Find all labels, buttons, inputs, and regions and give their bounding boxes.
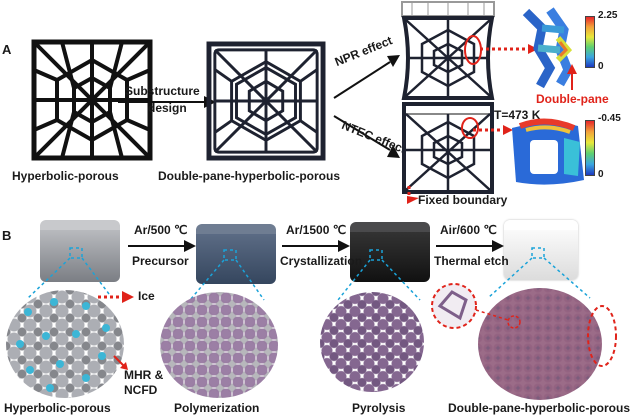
- caption-double-pane-hyperbolic-porous: Double-pane-hyperbolic-porous: [448, 401, 631, 415]
- ice-markers: [16, 298, 110, 392]
- ice-label: Ice: [138, 289, 155, 303]
- double-pane-zoom-callout: [431, 283, 521, 329]
- double-pane-callout-arrow: [567, 64, 577, 90]
- ice-arrow: [98, 291, 134, 303]
- design-label: design: [148, 101, 187, 115]
- npr-arrow: [333, 55, 400, 99]
- double-pane-lattice: [206, 41, 326, 161]
- colorbar-bottom-max: -0.45: [598, 113, 621, 124]
- step1-sublabel: Precursor: [132, 254, 189, 268]
- ntec-arrow: [333, 115, 400, 158]
- fixed-boundary-dotted: [407, 186, 419, 204]
- panel-b-label: B: [2, 228, 12, 243]
- double-pane-callout: Double-pane: [536, 92, 609, 106]
- sample-pyrolysis-black: [350, 222, 430, 282]
- right-zoom-callout: [587, 305, 617, 367]
- step3-arrow: [436, 240, 504, 252]
- sphere-polymerization: [160, 292, 278, 398]
- step1-arrow: [128, 240, 196, 252]
- sphere-pyrolysis: [320, 292, 424, 392]
- colorbar-bottom-min: 0: [598, 169, 604, 180]
- ncfd-label: NCFD: [124, 383, 158, 397]
- zoom-lines: [27, 247, 591, 301]
- fixed-boundary-label: Fixed boundary: [418, 193, 508, 207]
- caption-hyperbolic-porous: Hyperbolic-porous: [4, 401, 111, 415]
- npr-callout-dotted: [480, 44, 538, 54]
- sphere-hyperbolic-gray: [6, 290, 124, 398]
- ntec-fea-zoom: [512, 118, 584, 185]
- caption-pyrolysis: Pyrolysis: [352, 401, 406, 415]
- npr-lattice: [401, 1, 495, 100]
- sample-etched-white: [504, 220, 578, 280]
- sample-precursor-gray: [40, 220, 120, 282]
- double-pane-caption: Double-pane-hyperbolic-porous: [158, 169, 341, 183]
- step3-label: Air/600 ℃: [440, 223, 497, 237]
- step3-sublabel: Thermal etch: [434, 254, 509, 268]
- hyperbolic-lattice-black: [31, 39, 153, 161]
- substructure-label: Substructure: [125, 84, 200, 98]
- substructure-arrow: [118, 96, 216, 108]
- mhr-arrow: [113, 355, 128, 370]
- temperature-label: T=473 K: [494, 108, 541, 122]
- colorbar-bottom: [585, 120, 595, 176]
- colorbar-top-max: 2.25: [598, 10, 618, 21]
- step2-sublabel: Crystallization: [280, 254, 363, 268]
- hyperbolic-porous-caption: Hyperbolic-porous: [12, 169, 119, 183]
- ntec-lattice: [402, 102, 494, 194]
- step1-label: Ar/500 ℃: [134, 223, 188, 237]
- colorbar-top: [585, 16, 595, 68]
- step2-label: Ar/1500 ℃: [286, 223, 347, 237]
- colorbar-top-min: 0: [598, 61, 604, 72]
- panel-a-label: A: [2, 42, 12, 57]
- sample-polymer-blue: [196, 224, 276, 284]
- caption-polymerization: Polymerization: [174, 401, 260, 415]
- step2-arrow: [282, 240, 350, 252]
- mhr-label: MHR &: [124, 368, 164, 382]
- npr-fea-zoom: [522, 7, 573, 89]
- sphere-double-pane: [478, 288, 602, 400]
- ntec-callout-dotted: [473, 125, 513, 135]
